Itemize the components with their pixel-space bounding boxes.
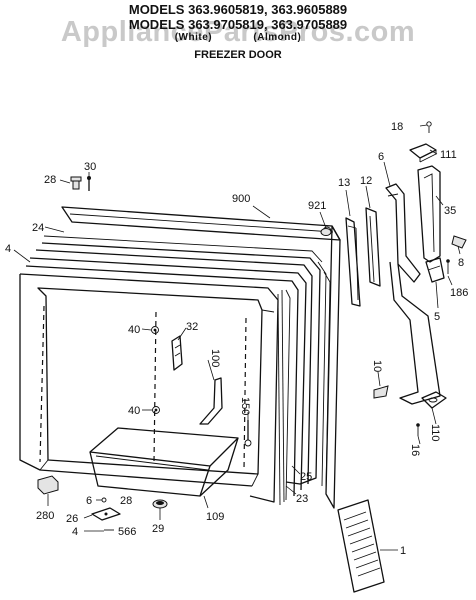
callout-111: 111	[440, 149, 457, 161]
callout-921: 921	[308, 200, 326, 212]
latch-part-32	[171, 335, 183, 371]
door-gasket	[25, 235, 331, 506]
callout-4-bottom: 4	[72, 526, 78, 538]
callout-110: 110	[429, 424, 441, 442]
callout-100: 100	[209, 349, 221, 367]
callout-23: 23	[296, 493, 308, 505]
callout-13: 13	[338, 177, 350, 189]
color-almond-label: (Almond)	[253, 32, 302, 43]
leader-lines	[13, 124, 461, 551]
cover-part-35	[417, 165, 441, 263]
callout-26: 26	[66, 513, 78, 525]
callout-29: 29	[152, 523, 164, 535]
screw-part-186	[446, 259, 450, 274]
screw-part-6-28	[101, 497, 107, 503]
outer-door-panel	[61, 206, 341, 509]
door-liner-frame	[19, 273, 279, 503]
callout-6: 6	[378, 151, 384, 163]
plate-part-8	[451, 235, 467, 249]
callout-35: 35	[444, 205, 456, 217]
bushing-40-upper	[151, 326, 159, 334]
strip-part-13	[345, 217, 361, 307]
callout-4: 4	[5, 243, 11, 255]
hinge-cap-part-111	[409, 143, 437, 163]
callout-labels: 18 111 6 13 12 35 900 921 30 28 24 4 8 1…	[5, 121, 468, 557]
callout-5: 5	[434, 311, 440, 323]
callout-12: 12	[360, 175, 372, 187]
callout-10: 10	[371, 360, 383, 372]
diagram-title: FREEZER DOOR	[194, 49, 282, 61]
screw-part-18-top	[426, 121, 432, 133]
callout-30: 30	[84, 161, 96, 173]
callout-8: 8	[458, 257, 464, 269]
bracket-part-100	[199, 377, 223, 425]
callout-40-lower: 40	[128, 405, 140, 417]
models-line-1: MODELS 363.9605819, 363.9605889	[128, 2, 348, 17]
screw-part-28	[70, 176, 82, 190]
color-line: (White) (Almond)	[0, 32, 476, 43]
knob-part-29	[152, 499, 168, 509]
callout-150: 150	[239, 397, 251, 415]
pin-part-150	[244, 420, 252, 447]
callout-186: 186	[450, 287, 468, 299]
callout-18-top: 18	[391, 121, 403, 133]
hinge-block-part-5	[425, 257, 445, 283]
callout-566: 566	[118, 526, 136, 538]
cap-part-921	[320, 228, 332, 236]
callout-40-upper: 40	[128, 324, 140, 336]
callout-16: 16	[409, 444, 421, 456]
callout-6-bottom: 6	[86, 495, 92, 507]
callout-900: 900	[232, 193, 250, 205]
bumper-part-280	[37, 475, 59, 495]
callout-28-top: 28	[44, 174, 56, 186]
models-line-2: MODELS 363.9705819, 363.9705889	[128, 17, 348, 32]
callout-280: 280	[36, 510, 54, 522]
callout-1: 1	[400, 545, 406, 557]
callout-28-bottom: 28	[120, 495, 132, 507]
rivet-part-30	[87, 176, 91, 191]
callout-32: 32	[186, 321, 198, 333]
bushing-40-lower	[152, 406, 160, 414]
screw-part-16	[416, 423, 420, 436]
lower-hinge-part-110	[421, 391, 447, 409]
cam-part-10	[373, 385, 389, 399]
hinge-arm-part-6	[385, 183, 441, 405]
instruction-booklet-part-1	[337, 499, 385, 593]
color-white-label: (White)	[174, 32, 213, 43]
callout-25: 25	[300, 471, 312, 483]
plate-part-26	[91, 507, 121, 521]
callout-24: 24	[32, 222, 44, 234]
strip-part-12	[365, 207, 381, 287]
door-shelf-bin	[89, 427, 239, 497]
callout-109: 109	[206, 511, 224, 523]
